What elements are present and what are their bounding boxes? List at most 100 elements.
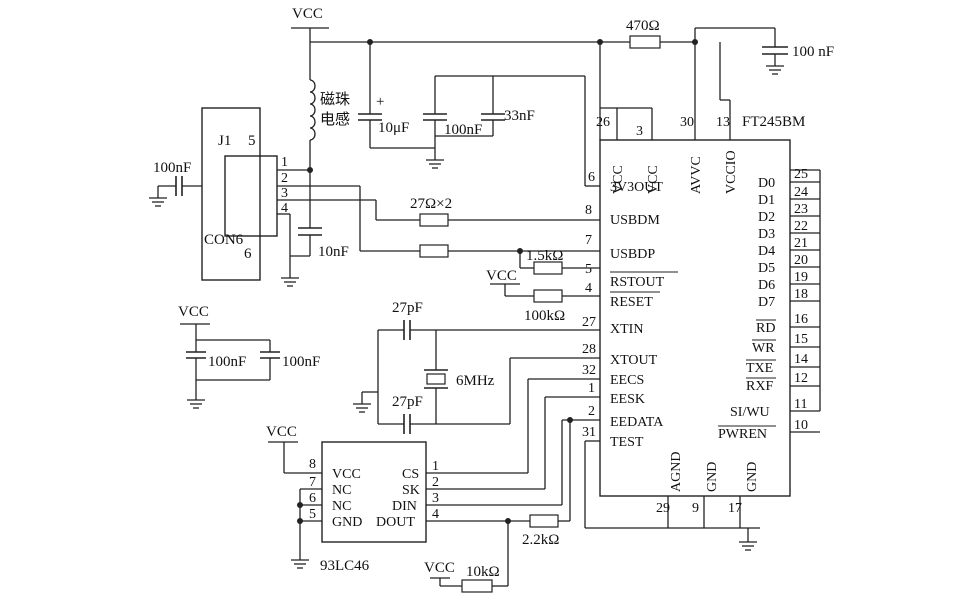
capacitor-100nf-top-label: 100 nF: [792, 44, 834, 60]
vcc-label-10k: VCC: [424, 560, 455, 576]
resistor-2k2-label: 2.2kΩ: [522, 532, 559, 548]
eeprom-pin-name-din: DIN: [392, 499, 417, 514]
pin-name-vcc-1: VCC: [611, 165, 626, 194]
resistor-10k-label: 10kΩ: [466, 564, 500, 580]
pin-num-21: 21: [794, 236, 808, 251]
pin-name-d3: D3: [758, 227, 775, 242]
eeprom-pin-name-sk: SK: [402, 483, 420, 498]
capacitor-100nf-top: 100 nF: [762, 28, 834, 75]
eeprom-pin-num-3: 3: [432, 491, 439, 506]
pin-name-reset: RESET: [610, 295, 653, 310]
pin-name-d0: D0: [758, 176, 775, 191]
eeprom-pin-num-5: 5: [309, 507, 316, 522]
pin-name-xtout: XTOUT: [610, 353, 658, 368]
capacitor-10uf-label: 10μF: [378, 120, 409, 136]
eeprom-pin-name-dout: DOUT: [376, 515, 415, 530]
eeprom-pin-num-2: 2: [432, 475, 439, 490]
pin-name-xtin: XTIN: [610, 322, 643, 337]
eeprom-pin-name-vcc: VCC: [332, 467, 361, 482]
pin-name-usbdp: USBDP: [610, 247, 655, 262]
pin-num-25: 25: [794, 167, 808, 182]
connector-pin-3: 3: [281, 186, 288, 201]
pin-name-d4: D4: [758, 244, 775, 259]
ferrite-label-2: 电感: [320, 111, 350, 128]
connector-pin-2: 2: [281, 171, 288, 186]
pin-num-5: 5: [585, 262, 592, 277]
vcc-label-decoupling: VCC: [178, 304, 209, 320]
pin-num-27: 27: [582, 315, 596, 330]
ferrite-label-1: 磁珠: [320, 91, 350, 108]
pin-num-14: 14: [794, 352, 808, 367]
connector-type: CON6: [204, 232, 244, 248]
pin-num-24: 24: [794, 185, 808, 200]
chip-93lc46: 93LC46 VCC NC NC GND CS SK DIN DOUT 8 7 …: [266, 378, 600, 593]
pin-num-17: 17: [728, 501, 742, 516]
pin-name-pwren: PWREN: [718, 427, 767, 442]
pin-num-7: 7: [585, 233, 592, 248]
chip-ft245bm-name: FT245BM: [742, 114, 805, 130]
pin-num-16: 16: [794, 312, 808, 327]
pin-name-siwu: SI/WU: [730, 405, 770, 420]
resistor-1k5-label: 1.5kΩ: [526, 248, 563, 264]
decoupling-capacitors: VCC 100nF 100nF: [178, 304, 320, 409]
pin-name-d7: D7: [758, 295, 775, 310]
resistor-100k-label: 100kΩ: [524, 308, 565, 324]
connector-pin-4: 4: [281, 201, 288, 216]
pin-name-eesk: EESK: [610, 392, 645, 407]
crystal-oscillator: 27pF 27pF 6MHz: [353, 300, 600, 434]
reset-pullup: VCC 100kΩ: [486, 268, 600, 324]
vcc-label-reset: VCC: [486, 268, 517, 284]
capacitor-10nf-label: 10nF: [318, 244, 349, 260]
pin-num-32: 32: [582, 363, 596, 378]
pin-name-d2: D2: [758, 210, 775, 225]
pin-num-30: 30: [680, 115, 694, 130]
pin-num-15: 15: [794, 332, 808, 347]
pin-num-28: 28: [582, 342, 596, 357]
capacitor-100nf-dec2-label: 100nF: [282, 354, 320, 370]
connector-j1: J1 5 CON6 6 1 2 3 4 100nF: [149, 107, 376, 281]
capacitor-27pf-a-label: 27pF: [392, 300, 423, 316]
capacitor-100nf-dec1-label: 100nF: [208, 354, 246, 370]
eeprom-pin-num-7: 7: [309, 475, 316, 490]
pin-num-8: 8: [585, 203, 592, 218]
pin-num-6: 6: [588, 170, 595, 185]
vcc-label-eeprom: VCC: [266, 424, 297, 440]
pin-name-rstout: RSTOUT: [610, 275, 665, 290]
eeprom-pin-name-nc1: NC: [332, 483, 351, 498]
capacitor-33nf-label: 33nF: [504, 108, 535, 124]
pin-name-rd: RD: [756, 321, 775, 336]
pin-name-eedata: EEDATA: [610, 415, 664, 430]
ferrite-inductor: 磁珠 电感: [307, 42, 350, 228]
eeprom-pin-name-cs: CS: [402, 467, 419, 482]
connector-ref: J1: [218, 133, 231, 149]
eeprom-pin-num-8: 8: [309, 457, 316, 472]
pin-num-12: 12: [794, 371, 808, 386]
capacitor-100nf-a-label: 100nF: [444, 122, 482, 138]
pin-name-d6: D6: [758, 278, 775, 293]
pin-name-eecs: EECS: [610, 373, 644, 388]
pin-num-29: 29: [656, 501, 670, 516]
chip-ground-wiring: 29 9 17: [584, 440, 760, 551]
pin-name-gnd-1: GND: [705, 462, 720, 492]
capacitor-27pf-b-label: 27pF: [392, 394, 423, 410]
pin-name-test: TEST: [610, 435, 644, 450]
eeprom-pin-name-gnd: GND: [332, 515, 362, 530]
pin-name-rxf: RXF: [746, 379, 773, 394]
pin-name-3v3out: 3V3OUT: [610, 180, 663, 195]
pin-num-10: 10: [794, 418, 808, 433]
pin-num-1: 1: [588, 381, 595, 396]
connector-pin-6: 6: [244, 246, 252, 262]
pin-name-d1: D1: [758, 193, 775, 208]
vcc-pin-wires: [584, 42, 731, 187]
crystal-label: 6MHz: [456, 373, 495, 389]
pin-num-26: 26: [596, 115, 610, 130]
pin-name-txe: TXE: [746, 361, 773, 376]
vcc-label-top: VCC: [292, 6, 323, 22]
pin-num-3: 3: [636, 124, 643, 139]
pin-name-agnd: AGND: [669, 452, 684, 492]
eeprom-pin-num-1: 1: [432, 459, 439, 474]
pin-name-avvc: AVVC: [689, 156, 704, 194]
plus-sign: +: [376, 94, 384, 110]
pin-num-18: 18: [794, 287, 808, 302]
